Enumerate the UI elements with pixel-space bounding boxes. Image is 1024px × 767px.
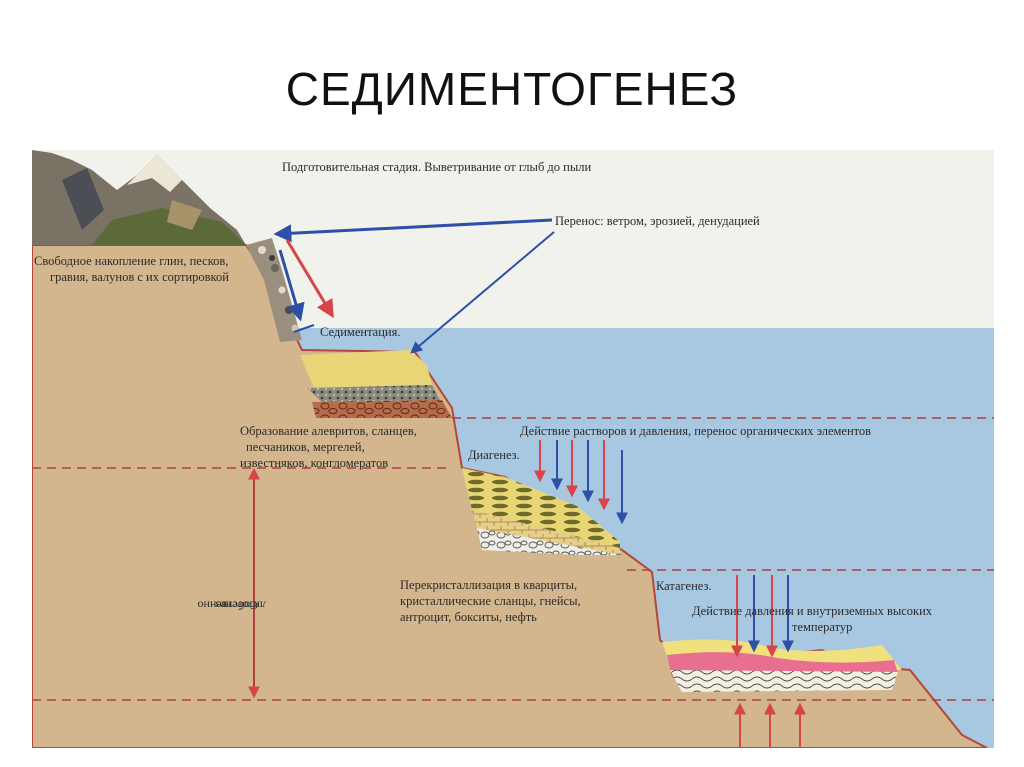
diagenesis-arrows bbox=[534, 440, 628, 525]
label-sedimentation: Седиментация. bbox=[320, 325, 401, 339]
label-formation-3: известняков, конгломератов bbox=[240, 456, 389, 470]
label-formation-1: Образование алевритов, сланцев, bbox=[240, 424, 417, 438]
label-pressure-temperature-1: Действие давления и внутриземных высоких bbox=[692, 604, 933, 618]
erosion-arrow-blue bbox=[278, 249, 305, 322]
sediment-layers-shelf bbox=[300, 350, 452, 418]
label-free-accumulation-2: гравия, валунов с их сортировкой bbox=[50, 270, 229, 284]
transport-arrow-1 bbox=[273, 218, 553, 243]
label-preparatory-stage: Подготовительная стадия. Выветривание от… bbox=[282, 160, 592, 174]
erosion-arrow-red bbox=[285, 239, 334, 319]
heat-arrows bbox=[734, 702, 806, 748]
label-solutions-action: Действие растворов и давления, перенос о… bbox=[520, 424, 872, 438]
label-diagenesis: Диагенез. bbox=[468, 448, 520, 462]
transport-arrow-2 bbox=[410, 231, 555, 354]
label-catagenesis: Катагенез. bbox=[656, 579, 712, 593]
diagram-canvas bbox=[32, 150, 994, 748]
sedimentogenesis-diagram: Подготовительная стадия. Выветривание от… bbox=[32, 150, 994, 748]
sediment-layers-slope bbox=[462, 468, 622, 555]
label-transport: Перенос: ветром, эрозией, денудацией bbox=[555, 214, 760, 228]
sedimentation-pointer bbox=[293, 324, 315, 333]
label-free-accumulation-1: Свободное накопление глин, песков, bbox=[34, 254, 229, 268]
label-pressure-temperature-2: температур bbox=[792, 620, 853, 634]
zone-boundaries bbox=[32, 417, 994, 701]
label-recrystallization-2: кристаллические сланцы, гнейсы, bbox=[400, 594, 581, 608]
label-lithogenesis-2: литогенез bbox=[215, 598, 266, 613]
label-formation-2: песчаников, мергелей, bbox=[246, 440, 365, 454]
mountains bbox=[32, 150, 246, 245]
sediment-layers-basin bbox=[662, 639, 902, 692]
slide-title: СЕДИМЕНТОГЕНЕЗ bbox=[285, 63, 739, 115]
label-recrystallization-3: антроцит, бокситы, нефть bbox=[400, 610, 537, 624]
catagenesis-arrows bbox=[731, 575, 794, 658]
label-recrystallization-1: Перекристаллизация в кварциты, bbox=[400, 578, 578, 592]
